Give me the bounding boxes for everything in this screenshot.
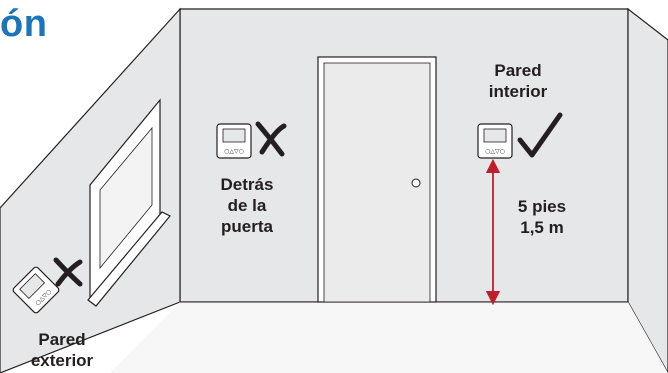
door bbox=[317, 56, 437, 303]
door-knob bbox=[411, 178, 421, 188]
window bbox=[87, 98, 171, 307]
x-mark-icon bbox=[53, 257, 83, 287]
check-icon bbox=[517, 112, 563, 158]
interior-wall-label: Pared interior bbox=[488, 61, 548, 101]
page-title: ón bbox=[0, 3, 48, 45]
exterior-wall-label: Pared exterior bbox=[30, 330, 94, 370]
right-wall bbox=[627, 7, 668, 373]
thermostat-behind-door: ○△▽○ bbox=[216, 123, 252, 159]
behind-door-label: Detrás de la puerta bbox=[220, 175, 274, 236]
height-label: 5 pies 1,5 m bbox=[517, 197, 567, 237]
thermostat-exterior-wall: ○△▽○ bbox=[12, 266, 60, 314]
svg-text:○△▽○: ○△▽○ bbox=[224, 148, 244, 155]
x-mark-icon bbox=[255, 121, 287, 157]
thermostat-interior-wall: ○△▽○ bbox=[477, 123, 513, 159]
floor bbox=[110, 302, 668, 373]
svg-text:○△▽○: ○△▽○ bbox=[485, 148, 505, 155]
